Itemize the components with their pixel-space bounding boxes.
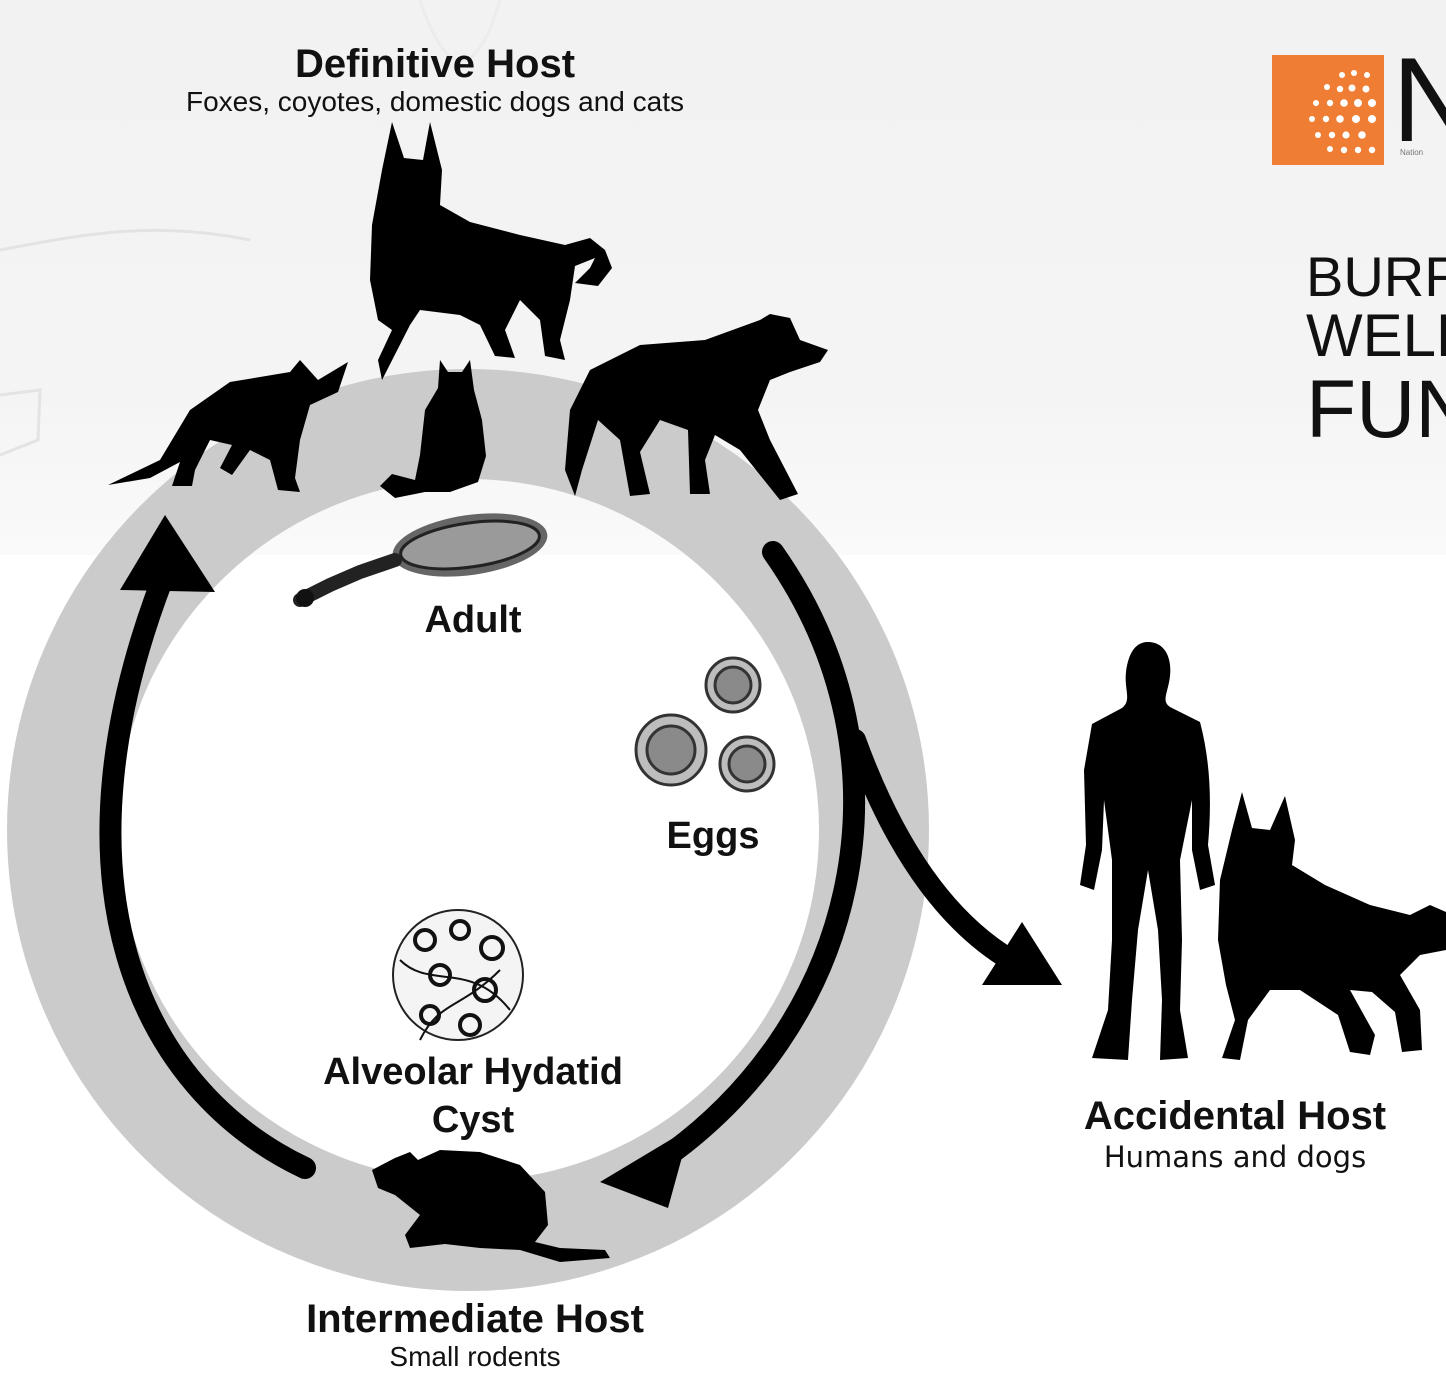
map-line <box>418 0 502 63</box>
map-line <box>0 228 251 252</box>
definitive-host-subtitle: Foxes, coyotes, domestic dogs and cats <box>185 86 685 117</box>
arrowhead-accidental <box>982 922 1062 985</box>
accidental-host-block: Accidental Host Humans and dogs <box>1040 1094 1430 1176</box>
logo-mark <box>1272 55 1384 165</box>
intermediate-host-title: Intermediate Host <box>306 1297 644 1341</box>
logo-tagline: Nation <box>1400 148 1424 157</box>
definitive-host-title: Definitive Host <box>294 42 576 86</box>
cat-icon <box>380 360 486 498</box>
logo-dots-icon <box>1309 70 1376 154</box>
arrowhead-up <box>120 515 215 592</box>
stage-adult-label: Adult <box>424 599 522 641</box>
dog-icon <box>1218 792 1446 1060</box>
coyote-icon <box>565 314 828 500</box>
arrow-definitive-to-rodent <box>639 541 865 1179</box>
fox-icon <box>108 360 348 492</box>
arrowhead-rodent <box>600 1128 690 1208</box>
map-line <box>0 388 42 457</box>
rodent-icon <box>372 1150 610 1262</box>
brand-line-3: FUN <box>1306 364 1446 455</box>
definitive-host-block: Definitive Host Foxes, coyotes, domestic… <box>140 42 730 118</box>
brand-line-1: BURR <box>1306 245 1446 308</box>
stage-eggs-label: Eggs <box>666 815 760 857</box>
cycle-arrows <box>99 541 1036 1179</box>
arrow-to-accidental <box>844 729 1036 979</box>
tapeworm-icon <box>293 513 548 607</box>
human-icon <box>1080 642 1215 1060</box>
accidental-host-title: Accidental Host <box>1083 1094 1387 1138</box>
cyst-label-line2: Cyst <box>431 1099 515 1141</box>
logo-letter: N <box>1392 33 1446 167</box>
cyst-label-line1: Alveolar Hydatid <box>323 1051 623 1093</box>
accidental-host-subtitle: Humans and dogs <box>1103 1140 1367 1174</box>
brand-line-2: WELL <box>1306 302 1446 369</box>
egg-icon <box>634 656 776 793</box>
dog-icon <box>370 122 612 380</box>
stage-cyst-label: Alveolar Hydatid Cyst <box>273 1048 673 1144</box>
intermediate-host-block: Intermediate Host Small rodents <box>245 1297 705 1373</box>
cyst-icon <box>392 909 524 1041</box>
arrow-rodent-to-definitive <box>99 549 316 1179</box>
intermediate-host-subtitle: Small rodents <box>389 1341 561 1372</box>
